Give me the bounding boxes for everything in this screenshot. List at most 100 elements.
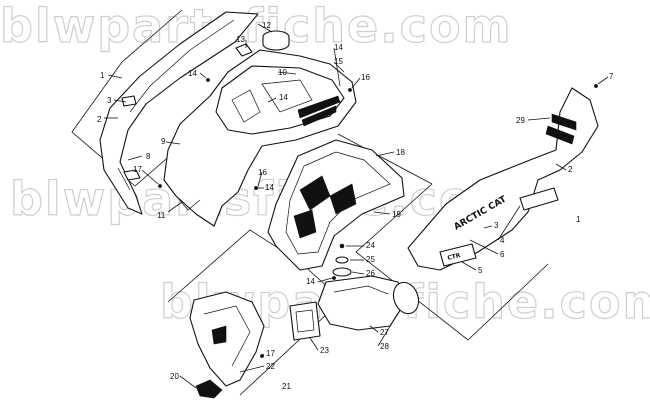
callout-number: 10	[278, 68, 287, 77]
callout-number: 29	[516, 116, 525, 125]
callout-number: 14	[188, 69, 197, 78]
leader-line	[483, 225, 493, 229]
pan-cutout	[329, 183, 357, 215]
bracket-left-side-panel	[71, 9, 226, 187]
bracket-pan-top	[337, 133, 433, 185]
filter-frame	[289, 301, 321, 341]
callout-number: 14	[334, 43, 343, 52]
duct-edge-line	[333, 285, 389, 295]
leader-line	[199, 72, 207, 79]
leader-line	[351, 77, 361, 89]
callout-number: 3	[494, 221, 499, 230]
callout-number: 23	[320, 346, 329, 355]
callout-number: 3	[107, 96, 112, 105]
screw	[158, 184, 162, 188]
leader-line	[141, 169, 159, 185]
callout-number: 14	[306, 277, 315, 286]
screw	[206, 78, 210, 82]
nose-bracket	[195, 379, 223, 399]
intake-duct-shape	[317, 275, 405, 331]
leader-line	[239, 365, 265, 373]
upper-hood	[163, 49, 357, 227]
callout-number: 5	[478, 266, 483, 275]
leader-line	[179, 375, 197, 389]
leader-line	[461, 261, 477, 271]
callout-labels: 1 2 3 8 9 17 11 12 13 14 10 14 15 16 14 …	[97, 21, 614, 391]
screw	[594, 84, 598, 88]
callout-number: 14	[279, 93, 288, 102]
vent-slat	[301, 105, 337, 127]
leader-line	[113, 99, 127, 103]
callout-number: 16	[361, 73, 370, 82]
model-badge	[439, 243, 477, 267]
callout-number: 19	[392, 210, 401, 219]
callout-number: 15	[334, 57, 343, 66]
leader-line	[127, 155, 143, 161]
hardware-stack	[332, 243, 352, 277]
leader-line	[277, 71, 297, 75]
watermark-line: blwpartsfiche.com	[0, 0, 513, 53]
leader-line	[333, 61, 345, 73]
callout-number: 21	[282, 382, 291, 391]
callout-number: 26	[366, 269, 375, 278]
leader-line	[377, 309, 401, 347]
stripe-graphic	[551, 113, 577, 131]
leader-lines	[104, 23, 609, 389]
air-intake-duct	[317, 275, 405, 331]
callout-number: 28	[380, 342, 389, 351]
watermark: blwpartsfiche.com blwpartsfiche.com blwp…	[0, 0, 650, 330]
belly-pan-inner	[285, 151, 391, 255]
callout-number: 11	[157, 211, 166, 220]
callout-number: 20	[170, 372, 179, 381]
mount-boss	[332, 267, 352, 277]
leader-line	[107, 74, 123, 79]
left-side-panel-shape	[99, 11, 259, 215]
leader-line	[333, 47, 341, 87]
callout-number: 14	[265, 183, 274, 192]
vent-insert	[121, 95, 137, 107]
callout-number: 12	[262, 21, 271, 30]
leader-line	[257, 23, 273, 33]
leader-line	[167, 201, 183, 213]
screw	[348, 88, 352, 92]
lower-nose-shape	[189, 291, 265, 387]
right-side-panel: ARCTIC CAT CTR	[407, 87, 599, 271]
callout-number: 25	[366, 255, 375, 264]
callout-number: 22	[266, 362, 275, 371]
hood-opening-left	[231, 89, 261, 123]
leader-line	[261, 353, 265, 357]
panel-edge-line	[129, 19, 235, 113]
nose-opening	[211, 325, 227, 345]
small-decal	[235, 43, 253, 57]
panel-edge-line	[117, 167, 131, 191]
nose-edge-line	[203, 305, 251, 367]
stripe-graphic	[545, 125, 575, 145]
callout-number: 1	[576, 215, 581, 224]
screw	[254, 186, 258, 190]
leader-line	[555, 163, 567, 171]
clamp-ring	[392, 281, 420, 315]
leader-line	[375, 151, 395, 157]
bracket-shape	[195, 379, 223, 399]
leader-line	[165, 141, 181, 145]
grommet	[335, 256, 349, 264]
leader-line	[309, 337, 319, 351]
leader-line	[351, 271, 365, 275]
leader-line	[469, 239, 499, 255]
cap-side	[262, 37, 290, 51]
left-side-panel	[99, 11, 259, 215]
leader-line	[497, 205, 521, 241]
hood-opening-center	[261, 79, 313, 113]
callout-number: 8	[146, 152, 151, 161]
leader-line	[527, 117, 551, 121]
callout-number: 17	[266, 349, 275, 358]
callout-number: 13	[236, 35, 245, 44]
callout-number: 18	[396, 148, 405, 157]
leader-line	[267, 97, 277, 103]
vent-slat	[297, 95, 341, 119]
filter-outer	[289, 301, 321, 341]
rivet	[339, 243, 345, 249]
callout-number: 9	[161, 137, 166, 146]
leader-line	[317, 277, 333, 283]
fill-cap	[262, 30, 290, 51]
